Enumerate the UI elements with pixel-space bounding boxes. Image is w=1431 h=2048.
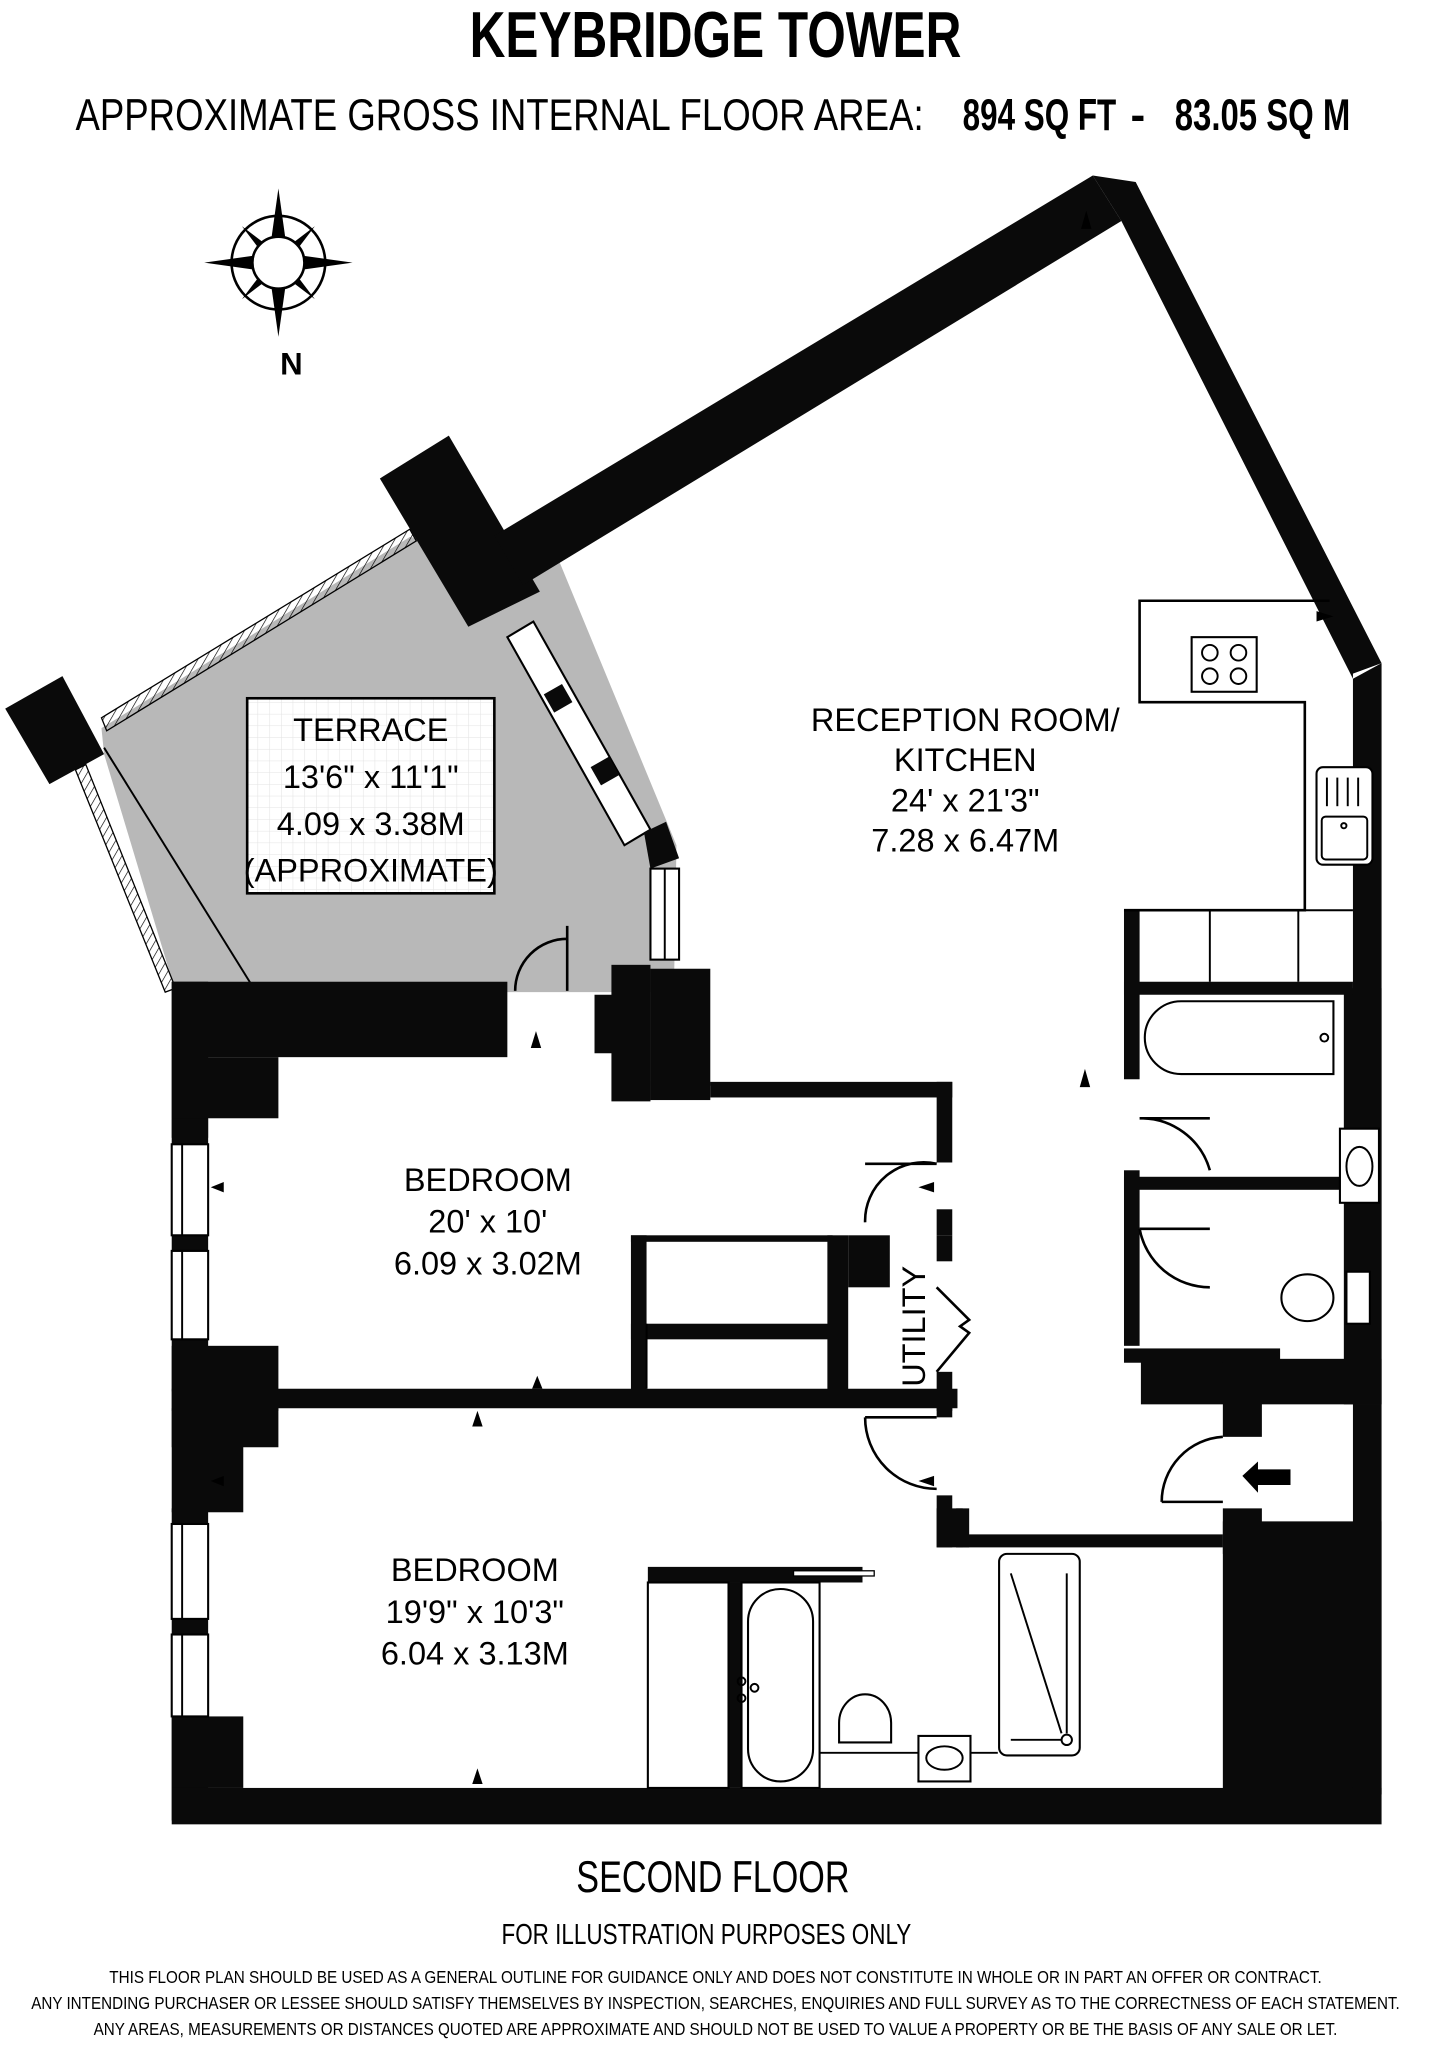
footer: SECOND FLOOR FOR ILLUSTRATION PURPOSES O… xyxy=(31,1853,1400,2039)
area-separator: - xyxy=(1130,91,1145,140)
reception-label: RECEPTION ROOM/ KITCHEN 24' x 21'3" 7.28… xyxy=(811,702,1121,859)
terrace-balustrade xyxy=(100,528,418,732)
illustration-note: FOR ILLUSTRATION PURPOSES ONLY xyxy=(502,1919,912,1951)
compass-north-label: N xyxy=(280,346,303,381)
entrance-arrow-icon xyxy=(1242,1461,1291,1493)
disclaimer-line-3: ANY AREAS, MEASUREMENTS OR DISTANCES QUO… xyxy=(94,2019,1338,2039)
bedroom1-imperial: 20' x 10' xyxy=(428,1204,547,1240)
bedroom2-metric: 6.04 x 3.13M xyxy=(381,1635,569,1671)
reception-metric: 7.28 x 6.47M xyxy=(871,823,1059,859)
terrace-name: TERRACE xyxy=(293,712,448,748)
bedroom2-name: BEDROOM xyxy=(391,1552,559,1588)
floor-label: SECOND FLOOR xyxy=(576,1853,849,1902)
disclaimer-line-1: THIS FLOOR PLAN SHOULD BE USED AS A GENE… xyxy=(109,1967,1321,1987)
bedroom2-imperial: 19'9" x 10'3" xyxy=(386,1594,564,1630)
bedroom1-metric: 6.09 x 3.02M xyxy=(394,1245,582,1281)
walls xyxy=(5,175,1382,1825)
terrace-label: TERRACE 13'6" x 11'1" 4.09 x 3.38M (APPR… xyxy=(244,696,498,895)
doors xyxy=(513,925,1223,1577)
kitchen-fixtures xyxy=(1123,599,1374,982)
area-sqft: 894 SQ FT xyxy=(963,91,1117,140)
area-sqm: 83.05 SQ M xyxy=(1175,91,1351,140)
header: KEYBRIDGE TOWER APPROXIMATE GROSS INTERN… xyxy=(75,0,1350,140)
bedroom1-name: BEDROOM xyxy=(404,1162,572,1198)
bedroom1-label: BEDROOM 20' x 10' 6.09 x 3.02M xyxy=(394,1162,582,1281)
disclaimer-line-2: ANY INTENDING PURCHASER OR LESSEE SHOULD… xyxy=(31,1993,1400,2013)
terrace-imperial: 13'6" x 11'1" xyxy=(283,759,459,795)
page-title: KEYBRIDGE TOWER xyxy=(470,0,962,71)
windows xyxy=(170,620,681,1718)
reception-name-1: RECEPTION ROOM/ xyxy=(811,702,1121,738)
terrace-metric: 4.09 x 3.38M xyxy=(277,806,465,842)
switch-markers xyxy=(210,210,1334,1785)
compass-rose-icon xyxy=(204,188,353,337)
area-label: APPROXIMATE GROSS INTERNAL FLOOR AREA: xyxy=(75,91,923,140)
bathroom-fixtures xyxy=(646,1000,1381,1789)
terrace-note: (APPROXIMATE) xyxy=(244,853,498,889)
bedroom2-label: BEDROOM 19'9" x 10'3" 6.04 x 3.13M xyxy=(381,1552,569,1671)
reception-name-2: KITCHEN xyxy=(894,742,1037,778)
utility-label: UTILITY xyxy=(896,1266,932,1387)
reception-imperial: 24' x 21'3" xyxy=(891,782,1040,818)
